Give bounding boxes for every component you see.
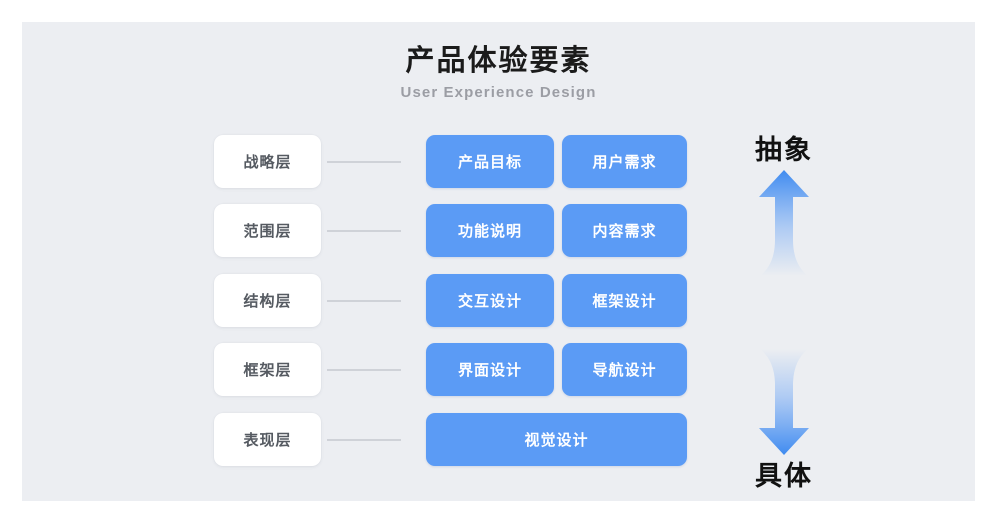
card-interface-design[interactable]: 界面设计 <box>426 343 554 396</box>
layer-row-5: 表现层 视觉设计 <box>22 413 975 466</box>
connector-line-5 <box>327 439 401 441</box>
header: 产品体验要素 User Experience Design <box>22 44 975 102</box>
connector-line-1 <box>327 161 401 163</box>
page-subtitle: User Experience Design <box>400 84 597 101</box>
connector-line-2 <box>327 230 401 232</box>
page-title: 产品体验要素 <box>405 45 592 77</box>
layer-row-2: 范围层 功能说明 内容需求 <box>22 204 975 257</box>
layer-row-1: 战略层 产品目标 用户需求 <box>22 135 975 188</box>
axis-label-concrete: 具体 <box>755 461 813 491</box>
card-navigation-design[interactable]: 导航设计 <box>562 343 687 396</box>
card-framework-design[interactable]: 框架设计 <box>562 274 687 327</box>
card-visual-design[interactable]: 视觉设计 <box>426 413 687 466</box>
layer-row-3: 结构层 交互设计 框架设计 <box>22 274 975 327</box>
card-function-spec[interactable]: 功能说明 <box>426 204 554 257</box>
card-product-goal[interactable]: 产品目标 <box>426 135 554 188</box>
card-interaction-design[interactable]: 交互设计 <box>426 274 554 327</box>
connector-line-3 <box>327 300 401 302</box>
layer-label-skeleton[interactable]: 框架层 <box>214 343 321 396</box>
axis-label-abstract: 抽象 <box>755 135 813 165</box>
layer-row-4: 框架层 界面设计 导航设计 <box>22 343 975 396</box>
card-user-needs[interactable]: 用户需求 <box>562 135 687 188</box>
arrow-up-gradient-icon <box>719 168 849 278</box>
arrow-down-gradient-icon <box>719 347 849 457</box>
card-content-needs[interactable]: 内容需求 <box>562 204 687 257</box>
layer-label-structure[interactable]: 结构层 <box>214 274 321 327</box>
layer-label-strategy[interactable]: 战略层 <box>214 135 321 188</box>
connector-line-4 <box>327 369 401 371</box>
layer-label-scope[interactable]: 范围层 <box>214 204 321 257</box>
slide-canvas: 产品体验要素 User Experience Design 战略层 产品目标 用… <box>22 22 975 501</box>
layer-label-surface[interactable]: 表现层 <box>214 413 321 466</box>
